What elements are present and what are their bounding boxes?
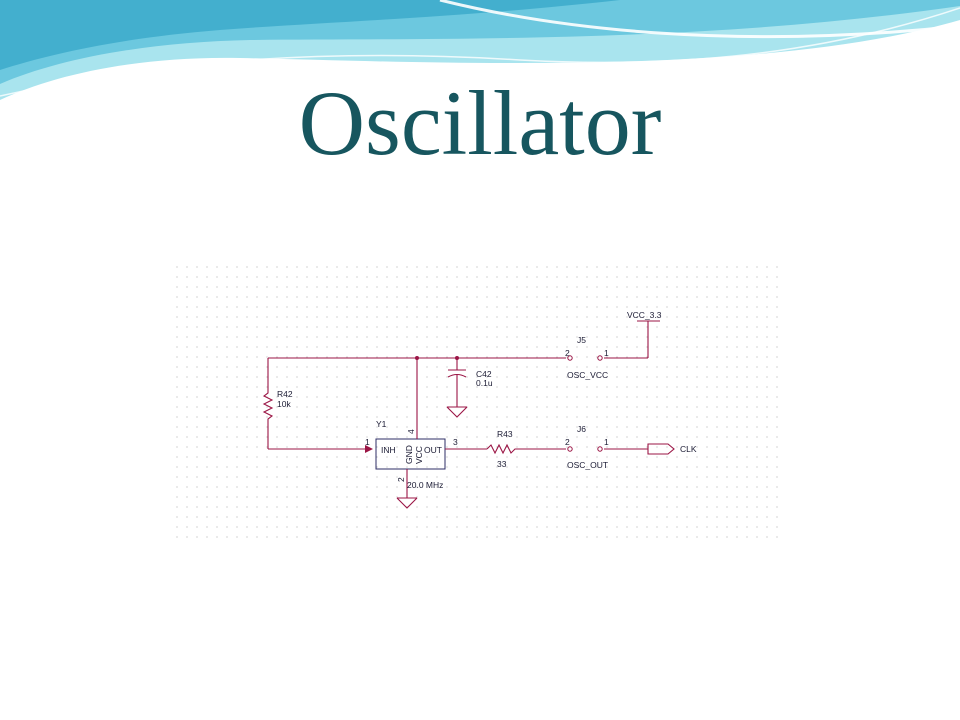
j5-pin2: 2 — [565, 348, 570, 358]
y1-frequency: 20.0 MHz — [407, 480, 443, 490]
c42-value: 0.1u — [476, 378, 493, 388]
y1-gnd-label: GND — [404, 445, 414, 464]
capacitor-c42: C42 0.1u — [447, 358, 493, 407]
r43-value: 33 — [497, 459, 507, 469]
y1-pin1-number: 1 — [365, 437, 370, 447]
j6-net-label: OSC_OUT — [567, 460, 608, 470]
j6-ref: J6 — [577, 424, 586, 434]
ground-symbol — [446, 406, 468, 418]
y1-out-label: OUT — [424, 445, 442, 455]
j6-pin1: 1 — [604, 437, 609, 447]
vcc-power-symbol: VCC_3.3 — [604, 310, 662, 359]
y1-pin2-number: 2 — [396, 477, 406, 482]
y1-pin4-number: 4 — [406, 429, 416, 434]
clk-port-label: CLK — [680, 444, 697, 454]
y1-inh-label: INH — [381, 445, 396, 455]
oscillator-schematic: VCC_3.3 J5 2 1 OSC_VCC C42 0.1u R42 10k — [175, 265, 780, 545]
vcc-net-label: VCC_3.3 — [627, 310, 662, 320]
header-wave-decoration — [0, 0, 960, 100]
r43-ref: R43 — [497, 429, 513, 439]
jumper-j6: J6 2 1 OSC_OUT — [565, 424, 609, 470]
y1-vcc-label: VCC — [414, 446, 424, 464]
resistor-r43: R43 33 — [486, 429, 566, 469]
c42-ref: C42 — [476, 369, 492, 379]
j5-net-label: OSC_VCC — [567, 370, 608, 380]
j5-pin1: 1 — [604, 348, 609, 358]
clk-port-symbol: CLK — [647, 443, 697, 455]
resistor-r42: R42 10k — [262, 385, 293, 449]
r42-ref: R42 — [277, 389, 293, 399]
r42-value: 10k — [277, 399, 291, 409]
oscillator-y1: Y1 1 3 4 2 INH OUT GND VCC 20.0 MHz — [365, 358, 487, 498]
jumper-j5: J5 2 1 OSC_VCC — [565, 335, 609, 380]
ground-symbol — [396, 497, 418, 509]
j5-ref: J5 — [577, 335, 586, 345]
y1-pin3-number: 3 — [453, 437, 458, 447]
schematic-grid — [175, 265, 780, 545]
slide-title: Oscillator — [298, 72, 662, 174]
y1-ref: Y1 — [376, 419, 387, 429]
inh-pin-arrow — [365, 445, 373, 453]
j6-pin2: 2 — [565, 437, 570, 447]
